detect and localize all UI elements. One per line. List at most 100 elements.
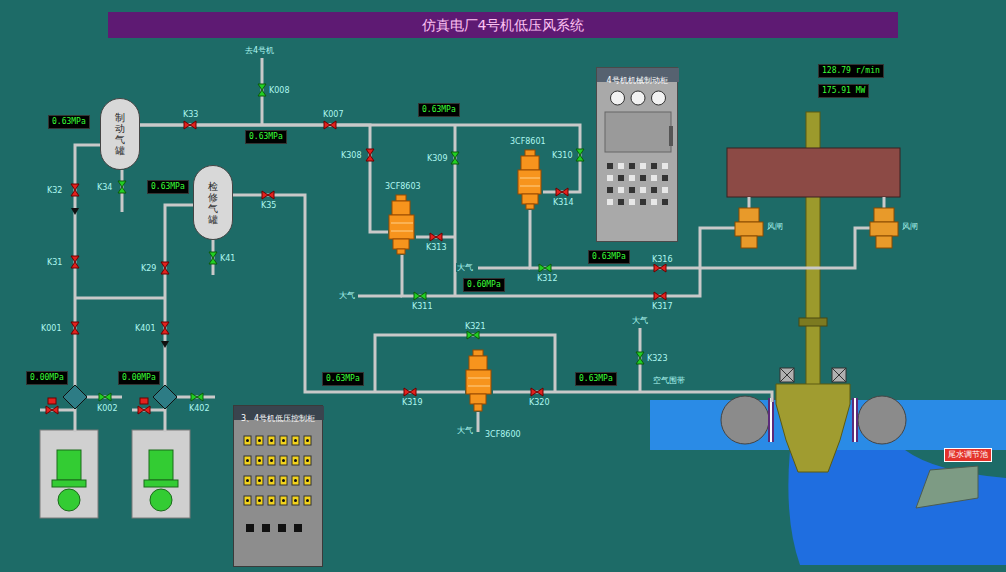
- solenoid-symbol: [465, 350, 493, 412]
- air-tank: 检修气罐: [193, 165, 233, 240]
- value-readout: 0.63MPa: [588, 250, 630, 264]
- switch: [280, 456, 287, 465]
- switch: [262, 524, 270, 532]
- air-pipe: [530, 210, 870, 268]
- pressure-value: 0.63MPa: [52, 117, 86, 127]
- green-valve: [451, 152, 459, 164]
- tank-name: 制动气罐: [115, 112, 125, 156]
- button: [607, 187, 613, 193]
- solenoid-part: [469, 356, 487, 370]
- button: [607, 175, 613, 181]
- pipe-label: 大气: [456, 263, 474, 272]
- red-valve: [71, 256, 79, 268]
- pipe-label: K319: [401, 398, 424, 407]
- switch: [292, 496, 299, 505]
- switch: [280, 436, 287, 445]
- pipe-label: K29: [140, 264, 157, 273]
- switch: [256, 476, 263, 485]
- switch: [270, 439, 273, 442]
- switch: [304, 476, 311, 485]
- switch: [268, 456, 275, 465]
- button: [640, 187, 646, 193]
- button: [607, 199, 613, 205]
- switch: [258, 499, 261, 502]
- solenoid-part: [521, 156, 539, 170]
- button: [618, 199, 624, 205]
- brake-label: 风闸: [766, 222, 784, 231]
- switch: [270, 499, 273, 502]
- generator-unit: [832, 368, 846, 382]
- solenoid-part: [468, 378, 490, 386]
- pressure-value: 0.63MPa: [579, 374, 613, 384]
- solenoid-part: [397, 249, 405, 254]
- red-valve: [161, 262, 169, 274]
- pipe-label: K32: [46, 186, 63, 195]
- red-valve: [366, 149, 374, 161]
- air-compressor: [149, 450, 173, 480]
- brake-part: [870, 222, 898, 236]
- pipe-label: K311: [411, 302, 434, 311]
- air-compressor: [57, 450, 81, 480]
- pipe-label: K31: [46, 258, 63, 267]
- air-brake: 风闸: [735, 208, 763, 248]
- switch: [258, 439, 261, 442]
- solenoid-part: [392, 201, 410, 215]
- switch: [258, 459, 261, 462]
- control-cabinet: 3、4号机低压控制柜: [233, 405, 323, 567]
- pipe-label: K310: [551, 151, 574, 160]
- value-readout: 0.63MPa: [322, 372, 364, 386]
- button: [640, 199, 646, 205]
- button: [629, 163, 635, 169]
- generator-unit: [770, 398, 772, 442]
- valve-code: 3CF8603: [384, 182, 422, 191]
- switch: [244, 456, 251, 465]
- button: [629, 175, 635, 181]
- air-pipe: [233, 195, 465, 392]
- air-pipe: [477, 412, 480, 432]
- generator-unit: [832, 368, 846, 382]
- solenoid-part: [474, 404, 482, 411]
- pressure-value: 0.60MPa: [467, 280, 501, 290]
- red-valve: [46, 406, 58, 414]
- value-readout: 175.91 MW: [818, 84, 869, 98]
- pipe-label: K35: [260, 201, 277, 210]
- air-compressor: [132, 430, 190, 518]
- button: [651, 163, 657, 169]
- air-pipe: [358, 295, 402, 298]
- red-valve: [71, 184, 79, 196]
- switch: [294, 459, 297, 462]
- gauge: [652, 91, 666, 105]
- brake-label: 风闸: [901, 222, 919, 231]
- switch: [294, 479, 297, 482]
- switch: [306, 499, 309, 502]
- pipe-label: K008: [268, 86, 291, 95]
- switch: [280, 496, 287, 505]
- pipe-label: 大气: [456, 426, 474, 435]
- button: [629, 199, 635, 205]
- pipe-label: K320: [528, 398, 551, 407]
- pressure-value: 0.63MPa: [422, 105, 456, 115]
- green-valve: [99, 393, 111, 401]
- generator-unit: [858, 396, 906, 444]
- air-pipe: [883, 197, 886, 208]
- value-readout: 0.63MPa: [147, 180, 189, 194]
- generator-unit: [852, 398, 858, 442]
- switch: [268, 496, 275, 505]
- value-readout: 0.63MPa: [418, 103, 460, 117]
- solenoid-part: [526, 204, 534, 209]
- air-compressor: [144, 480, 178, 487]
- pipe-label: K321: [464, 322, 487, 331]
- air-compressor: [52, 480, 86, 487]
- green-valve: [258, 84, 266, 96]
- switch: [246, 524, 254, 532]
- generator-unit: [780, 368, 794, 382]
- generator-unit: [916, 466, 978, 508]
- solenoid-part: [466, 370, 491, 394]
- solenoid-valve: 3CF8601: [517, 150, 543, 210]
- control-cabinet: 4号机机械制动柜: [596, 67, 678, 242]
- generator-unit: [768, 398, 774, 442]
- button: [662, 163, 668, 169]
- button: [651, 187, 657, 193]
- switch: [306, 439, 309, 442]
- generator-unit: [727, 148, 900, 197]
